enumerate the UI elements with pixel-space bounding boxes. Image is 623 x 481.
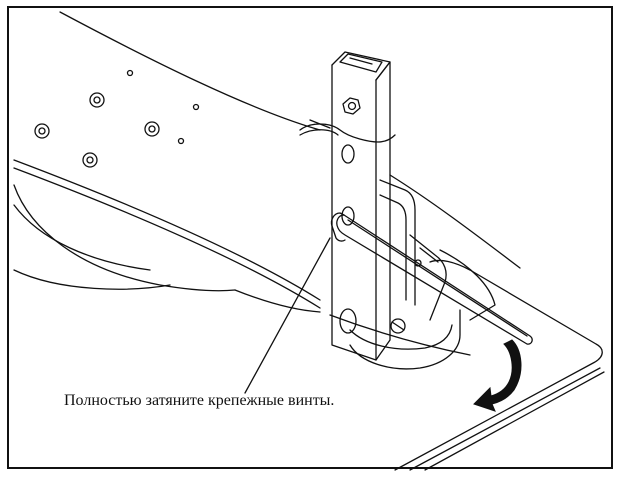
small-hole-2 [192, 103, 200, 111]
lower-bolt [390, 318, 406, 334]
vertical-post [299, 51, 396, 361]
post-hole-lower [339, 308, 357, 334]
callout-leader [244, 237, 331, 394]
screw-hole-2 [34, 123, 50, 139]
small-hole-1 [126, 69, 134, 77]
screw-hole-4 [82, 152, 98, 168]
board-surface [13, 11, 521, 356]
stand-base [13, 184, 236, 292]
bracket-housing [349, 179, 496, 370]
callout-text: Полностью затяните крепежные винты. [64, 392, 335, 409]
curved-arrow-down-icon [473, 339, 522, 412]
post-hole-upper [341, 144, 355, 164]
figure-frame [7, 6, 613, 469]
small-hole-3 [177, 137, 185, 145]
screw-hole-1 [89, 92, 105, 108]
base-plate [394, 259, 605, 471]
post-hole-middle [341, 206, 355, 226]
hex-nut [342, 97, 361, 115]
hex-key-icon [330, 212, 533, 345]
board-holes [34, 69, 200, 168]
screw-hole-3 [144, 121, 160, 137]
